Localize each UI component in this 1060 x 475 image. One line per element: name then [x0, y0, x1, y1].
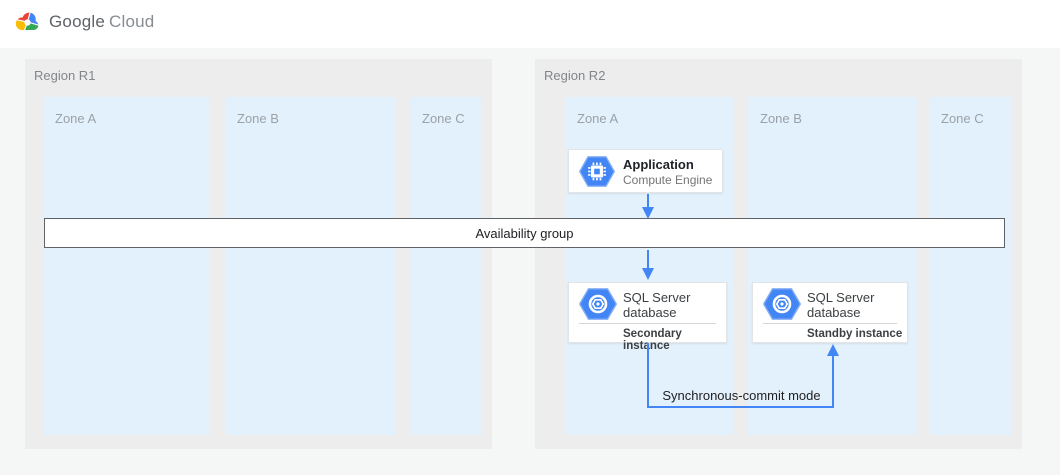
availability-group-label: Availability group	[475, 225, 574, 241]
compute-engine-icon	[578, 156, 616, 192]
zone-label: Zone A	[55, 111, 97, 126]
card-divider	[579, 323, 716, 324]
sql-server-disk-icon	[578, 288, 618, 325]
region-r2-zone-b: Zone B	[748, 97, 917, 435]
sql-secondary-role: Secondary instance	[623, 328, 682, 352]
region-r1: Region R1 Zone A Zone B Zone C	[25, 59, 492, 449]
region-r1-label: Region R1	[34, 68, 96, 83]
region-r2-zone-a: Zone A	[565, 97, 733, 435]
region-r1-zone-a: Zone A	[43, 97, 210, 435]
availability-group-bar: Availability group	[44, 218, 1005, 248]
sql-standby-node: SQL Server database Standby instance	[752, 282, 908, 343]
region-r1-zone-c: Zone C	[410, 97, 482, 435]
application-node: Application Compute Engine	[568, 149, 723, 193]
google-cloud-logo-icon	[14, 11, 41, 33]
sql-secondary-node: SQL Server database Secondary instance	[568, 282, 727, 352]
sql-standby-title: SQL Server database	[807, 290, 875, 320]
application-title: Application	[623, 157, 694, 172]
zone-label: Zone A	[577, 111, 619, 126]
card-divider	[763, 323, 897, 324]
sql-secondary-title: SQL Server database	[623, 290, 691, 320]
region-r1-zone-b: Zone B	[225, 97, 395, 435]
region-r2-zone-c: Zone C	[929, 97, 1012, 435]
zone-label: Zone C	[422, 111, 465, 126]
region-r2-label: Region R2	[544, 68, 606, 83]
sync-commit-mode-label: Synchronous-commit mode	[662, 388, 821, 403]
logo-brand-text: Google	[49, 12, 106, 31]
logo-product-text: Cloud	[109, 12, 155, 31]
zone-label: Zone B	[760, 111, 802, 126]
sql-server-disk-icon	[762, 288, 802, 325]
zone-label: Zone B	[237, 111, 279, 126]
sql-standby-role: Standby instance	[807, 328, 903, 340]
application-subtitle: Compute Engine	[623, 173, 713, 187]
zone-label: Zone C	[941, 111, 984, 126]
